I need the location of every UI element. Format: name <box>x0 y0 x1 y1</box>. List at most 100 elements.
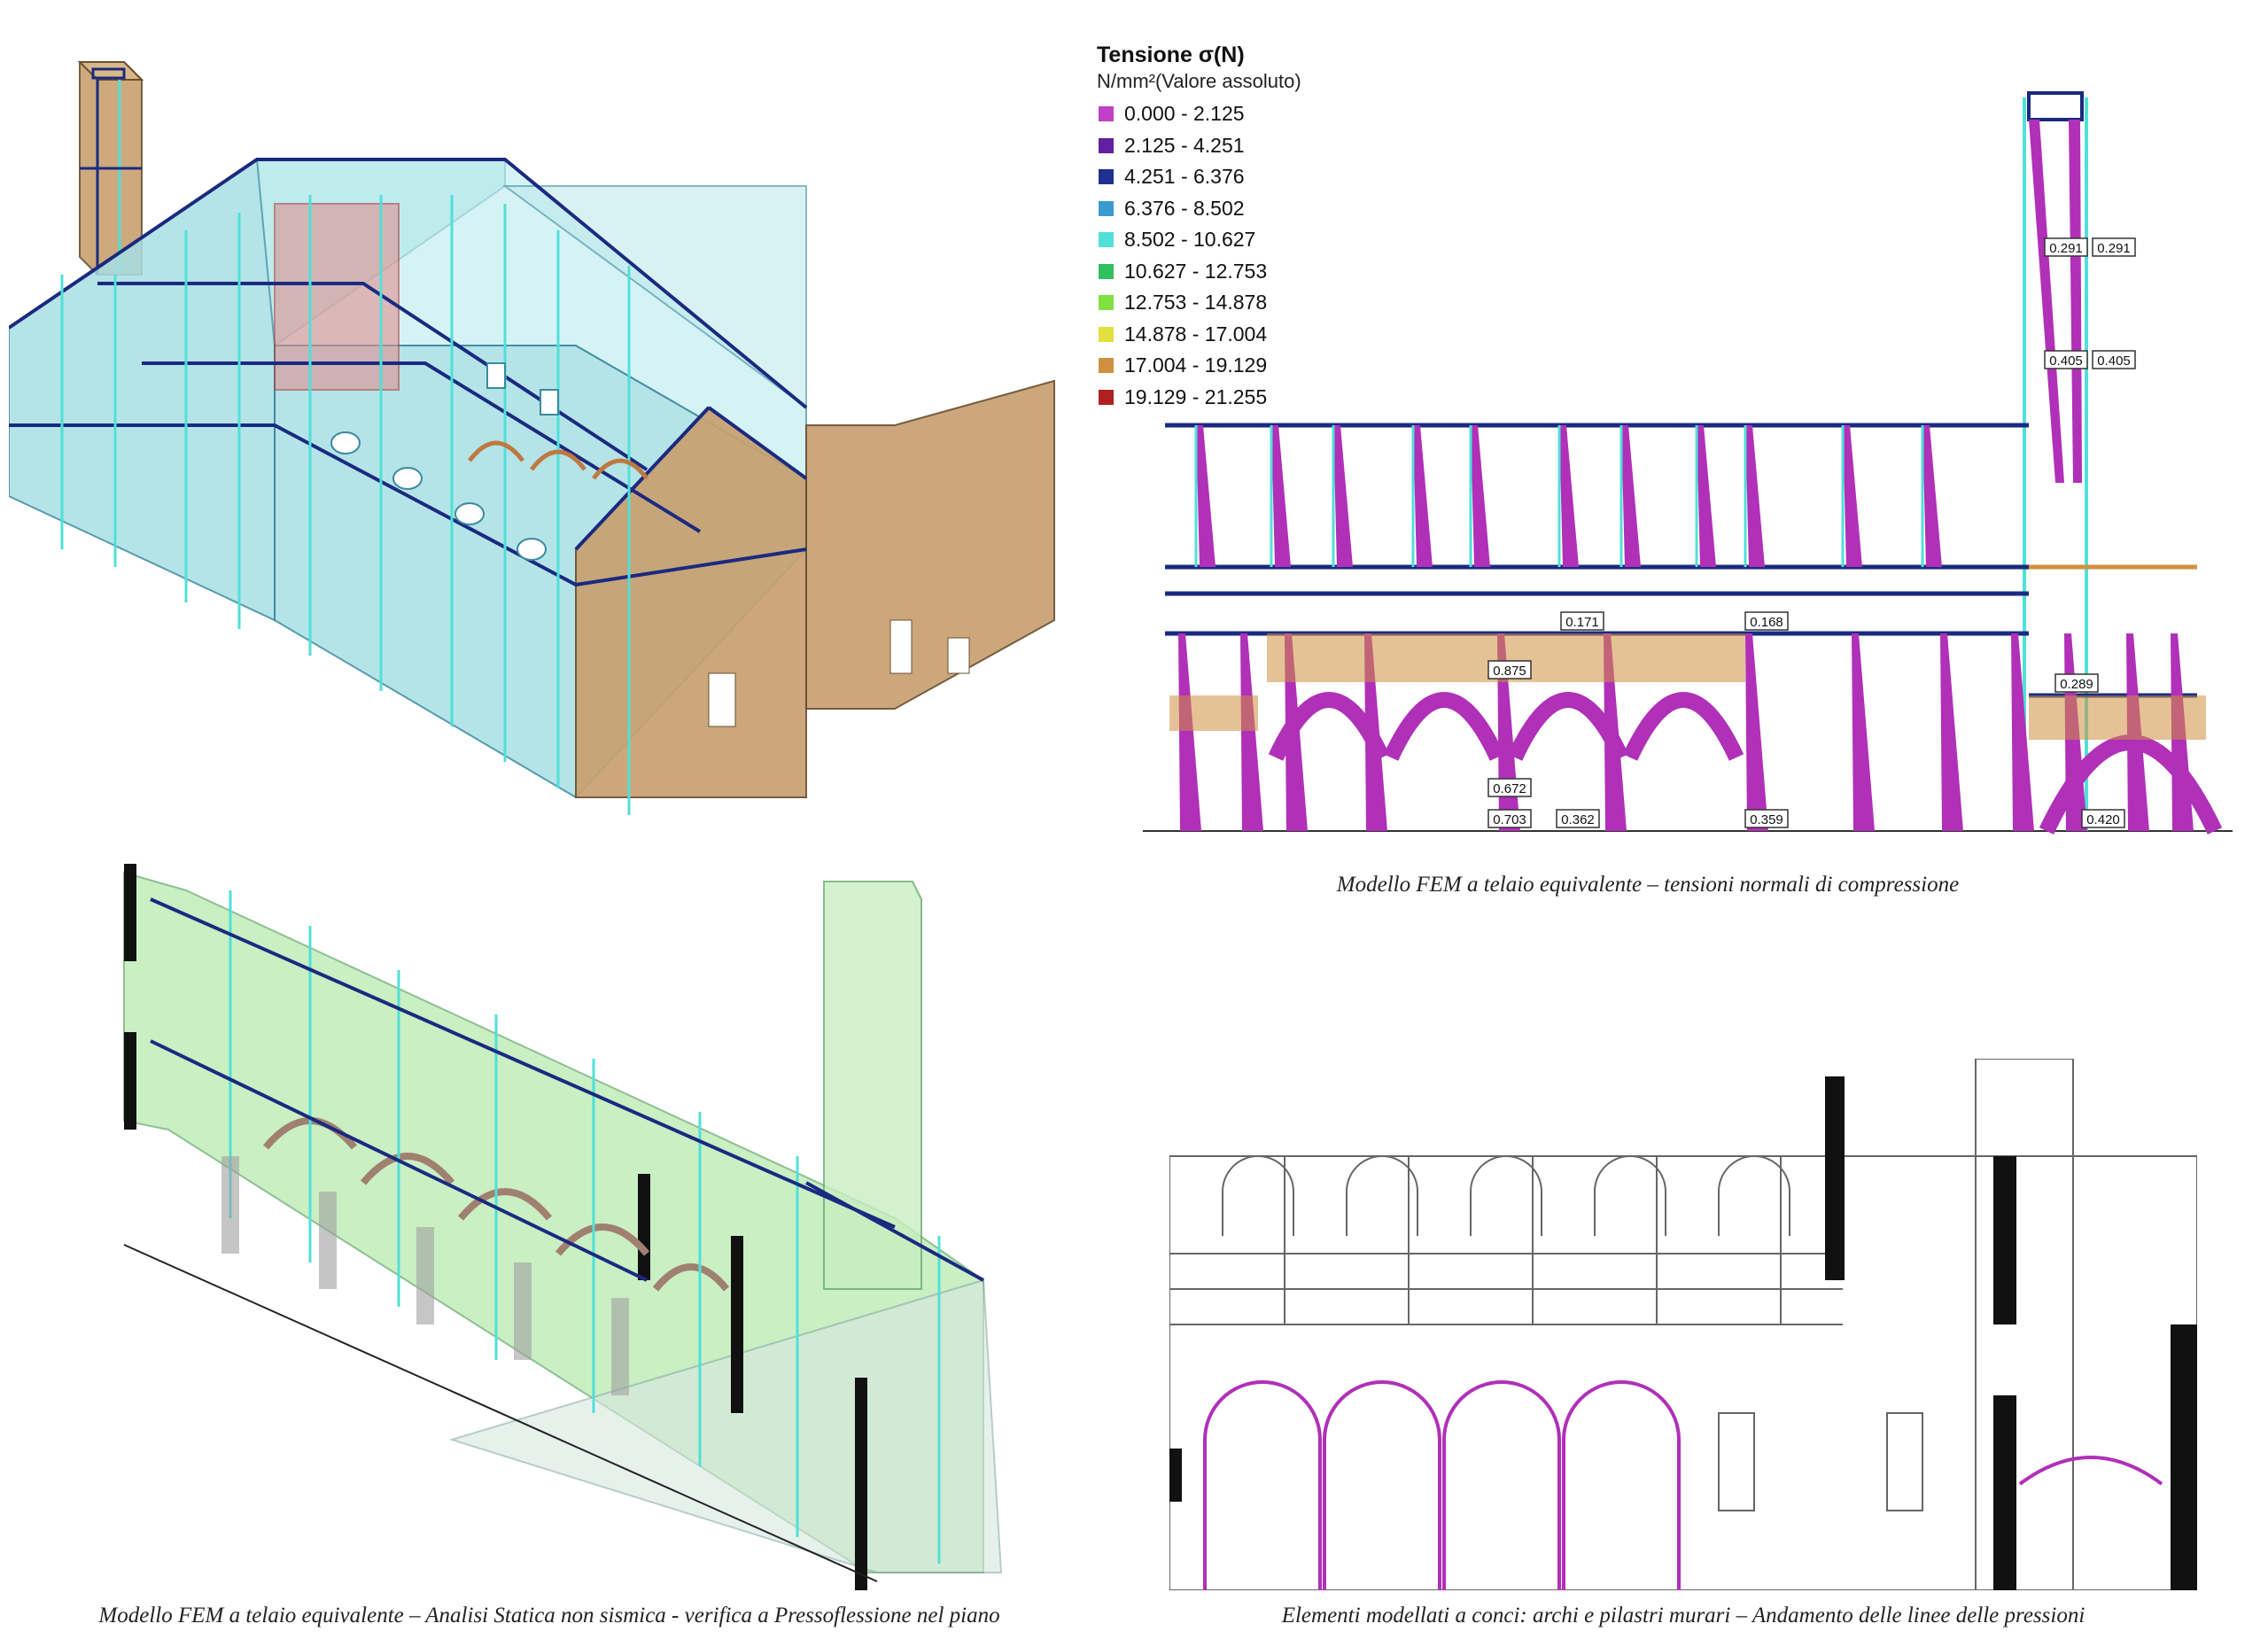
legend-label: 2.125 - 4.251 <box>1124 133 1245 157</box>
stress-trapezoid <box>1852 633 1875 831</box>
stress-value-labels: 0.291 0.291 0.405 0.405 0.171 0.168 0.875 0.289… <box>1487 237 2136 828</box>
stress-trapezoid <box>1697 425 1716 567</box>
caption-bottom-left: Modello FEM a telaio equivalente – Anali… <box>98 1604 1000 1627</box>
legend-label: 19.129 - 21.255 <box>1124 385 1268 408</box>
nave-arches <box>468 440 649 480</box>
tower-elevation <box>2023 91 2088 831</box>
fem-3d-model-svg <box>9 61 1055 815</box>
legend-item: 19.129 - 21.255 <box>1097 382 1416 414</box>
stress-value-label: 0.405 <box>2092 350 2136 369</box>
legend-item: 8.502 - 10.627 <box>1097 224 1416 256</box>
legend-label: 17.004 - 19.129 <box>1124 353 1268 377</box>
stress-value-text: 0.405 <box>2097 353 2131 369</box>
legend-item: 12.753 - 14.878 <box>1097 287 1416 319</box>
legend-swatch <box>1099 106 1114 122</box>
legend-item: 10.627 - 12.753 <box>1097 256 1416 288</box>
stress-value-label: 0.420 <box>2081 809 2125 828</box>
arch-fill-tan <box>1169 633 2206 740</box>
pressure-arches <box>1203 1380 2163 1590</box>
fem-3d-model-church <box>9 53 1072 833</box>
stress-value-text: 0.420 <box>2086 812 2120 827</box>
legend-swatch <box>1099 263 1114 279</box>
legend-swatch <box>1099 358 1114 374</box>
stress-legend: Tensione σ(N) N/mm²(Valore assoluto) 0.0… <box>1097 43 1416 413</box>
stress-value-text: 0.289 <box>2060 677 2093 692</box>
legend-item: 14.878 - 17.004 <box>1097 319 1416 351</box>
stress-trapezoid <box>1178 633 1201 831</box>
legend-label: 12.753 - 14.878 <box>1124 291 1268 315</box>
cyan-posts <box>60 195 631 815</box>
caption-bottom-right: Elementi modellati a conci: archi e pila… <box>1281 1604 2085 1627</box>
elevation-stress-svg: 0.291 0.291 0.405 0.405 0.171 0.168 0.875 0.289… <box>1143 91 2233 835</box>
legend-label: 10.627 - 12.753 <box>1124 259 1268 283</box>
stress-trapezoid <box>1196 425 1216 567</box>
stress-trapezoid <box>1621 425 1641 567</box>
stress-value-label: 0.291 <box>2044 237 2088 257</box>
legend-swatch <box>1099 232 1114 248</box>
stress-value-text: 0.168 <box>1750 615 1783 630</box>
legend-swatch <box>1099 389 1114 405</box>
legend-swatch <box>1099 326 1114 342</box>
stress-value-text: 0.291 <box>2097 241 2131 256</box>
nave-windows <box>330 362 559 561</box>
legend-items: 0.000 - 2.125 2.125 - 4.251 4.251 - 6.376 6… <box>1097 98 1416 413</box>
stress-trapezoid <box>1413 425 1433 567</box>
legend-label: 0.000 - 2.125 <box>1124 102 1245 126</box>
legend-swatch <box>1099 200 1114 216</box>
legend-label: 6.376 - 8.502 <box>1124 196 1245 220</box>
stress-value-text: 0.405 <box>2049 353 2083 369</box>
legend-subtitle: N/mm²(Valore assoluto) <box>1097 70 1301 92</box>
stress-trapezoid <box>1271 425 1291 567</box>
stress-value-label: 0.405 <box>2044 350 2088 369</box>
stress-trapezoid <box>1940 633 1963 831</box>
stress-value-label: 0.289 <box>2054 673 2099 693</box>
green-model-posts <box>229 890 941 1564</box>
upper-stress-diagrams <box>1194 425 1942 567</box>
stress-value-label: 0.875 <box>1487 660 1532 680</box>
legend-swatch <box>1099 295 1114 311</box>
legend-item: 4.251 - 6.376 <box>1097 161 1416 193</box>
green-model-beams <box>150 897 984 1282</box>
stress-value-text: 0.672 <box>1493 781 1526 796</box>
stress-trapezoid <box>2011 633 2034 831</box>
fem-elevation-stress: 0.291 0.291 0.405 0.405 0.171 0.168 0.875 0.289… <box>1143 84 2233 846</box>
stress-value-text: 0.703 <box>1493 812 1526 827</box>
facade-tan <box>574 379 1055 798</box>
stress-trapezoid <box>1240 633 1263 831</box>
black-piers <box>1169 1076 2197 1590</box>
stress-value-text: 0.362 <box>1561 812 1595 827</box>
stress-trapezoid <box>1559 425 1579 567</box>
stress-trapezoid <box>1333 425 1353 567</box>
stress-trapezoid <box>1745 633 1768 831</box>
legend-swatch <box>1099 169 1114 185</box>
legend-label: 4.251 - 6.376 <box>1124 165 1245 189</box>
elevation-arches <box>1268 692 2223 835</box>
legend-title: Tensione σ(N) <box>1097 43 1245 67</box>
stress-trapezoid <box>1471 425 1490 567</box>
stress-value-label: 0.168 <box>1744 611 1789 631</box>
fem-3d-green-model <box>97 864 1019 1608</box>
stress-value-text: 0.291 <box>2049 241 2083 256</box>
legend-item: 2.125 - 4.251 <box>1097 130 1416 162</box>
stress-trapezoid <box>1843 425 1862 567</box>
caption-top-right: Modello FEM a telaio equivalente – tensi… <box>1336 873 1960 897</box>
stress-value-label: 0.359 <box>1744 809 1789 828</box>
legend-label: 8.502 - 10.627 <box>1124 228 1256 252</box>
stress-value-label: 0.703 <box>1487 809 1532 828</box>
masonry-elevation-lines <box>1169 1059 2197 1590</box>
legend-item: 0.000 - 2.125 <box>1097 98 1416 130</box>
stress-value-text: 0.359 <box>1750 812 1783 827</box>
stress-value-label: 0.291 <box>2092 237 2136 257</box>
stress-value-label: 0.672 <box>1487 778 1532 797</box>
legend-item: 6.376 - 8.502 <box>1097 193 1416 225</box>
stress-value-text: 0.171 <box>1565 615 1599 630</box>
masonry-elevation-svg <box>1169 1059 2197 1590</box>
stress-value-label: 0.171 <box>1560 611 1604 631</box>
legend-label: 14.878 - 17.004 <box>1124 322 1268 346</box>
stress-value-text: 0.875 <box>1493 664 1526 679</box>
legend-swatch <box>1099 137 1114 153</box>
legend-item: 17.004 - 19.129 <box>1097 350 1416 382</box>
green-model-svg <box>123 864 1003 1590</box>
stress-trapezoid <box>1922 425 1942 567</box>
stress-value-label: 0.362 <box>1556 809 1600 828</box>
